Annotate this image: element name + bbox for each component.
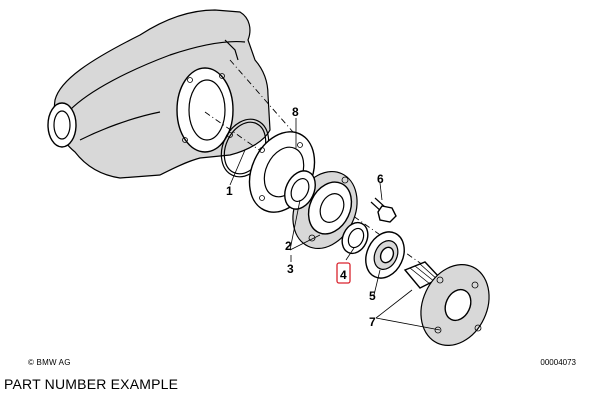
hex-bolt bbox=[370, 197, 397, 223]
caption: PART NUMBER EXAMPLE bbox=[4, 376, 179, 392]
callout-3: 3 bbox=[287, 262, 294, 276]
copyright-notice: © BMW AG bbox=[28, 358, 71, 367]
callout-5: 5 bbox=[369, 289, 376, 303]
callout-4: 4 bbox=[340, 268, 347, 282]
callout-7: 7 bbox=[369, 315, 376, 329]
spacer-sleeve bbox=[341, 221, 369, 255]
callout-8: 8 bbox=[292, 105, 299, 119]
shaft-seal bbox=[365, 231, 405, 279]
copyright-text: BMW AG bbox=[36, 358, 71, 367]
callout-1: 1 bbox=[226, 184, 233, 198]
output-flange bbox=[403, 261, 490, 346]
highlight-box bbox=[336, 262, 351, 284]
callout-6: 6 bbox=[377, 172, 384, 186]
document-number: 00004073 bbox=[540, 358, 576, 367]
assembly-guide-line bbox=[229, 59, 301, 141]
differential-housing bbox=[47, 9, 271, 179]
leader-lines bbox=[229, 118, 441, 331]
copyright-icon: © bbox=[28, 358, 35, 367]
center-axis-line bbox=[204, 111, 481, 306]
inner-bearing bbox=[284, 170, 316, 210]
callout-2: 2 bbox=[285, 239, 292, 253]
